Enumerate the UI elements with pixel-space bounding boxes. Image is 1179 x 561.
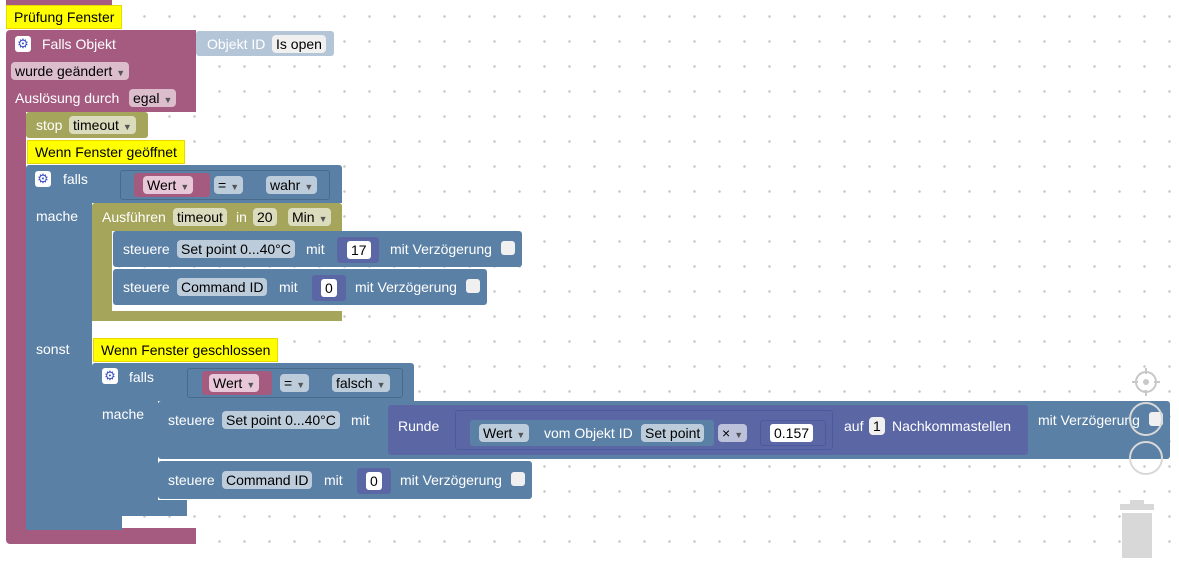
if-block-2-bottom <box>92 500 187 516</box>
sonst-label: sonst <box>36 341 70 357</box>
ausloesung-dropdown[interactable]: egal▼ <box>129 89 177 107</box>
factor-value[interactable]: 0.157 <box>770 424 814 442</box>
unit-dropdown[interactable]: Min▼ <box>288 208 332 226</box>
mache-label: mache <box>36 208 79 224</box>
ausfuehren-label: Ausführen <box>102 209 166 225</box>
delay-checkbox[interactable] <box>466 279 480 293</box>
object-id-label: Objekt ID <box>207 36 266 52</box>
multiply-op-dropdown[interactable]: ×▼ <box>718 424 748 442</box>
gear-icon[interactable]: ⚙ <box>15 36 31 52</box>
nachkomma-label: Nachkommastellen <box>892 418 1012 434</box>
op-dropdown[interactable]: =▼ <box>214 176 244 194</box>
control-block-4[interactable] <box>158 461 532 499</box>
delay-checkbox[interactable] <box>501 241 515 255</box>
number-value[interactable]: 17 <box>347 241 371 259</box>
steuere-label: steuere <box>168 412 215 428</box>
mit-label: mit <box>324 472 343 488</box>
timeout-bottom <box>92 311 342 321</box>
falls-label: falls <box>129 369 154 385</box>
steuere-label: steuere <box>123 241 170 257</box>
number-value[interactable]: 0 <box>366 472 382 490</box>
mit-label: mit <box>351 412 370 428</box>
delay-label: mit Verzögerung <box>1038 412 1140 428</box>
vom-label: vom Objekt ID <box>544 425 633 441</box>
falls-label: falls <box>63 171 88 187</box>
mit-label: mit <box>306 241 325 257</box>
zoom-out-icon[interactable] <box>1129 441 1163 475</box>
target-dropdown[interactable]: Set point 0...40°C <box>222 411 340 429</box>
target-dropdown[interactable]: Set point 0...40°C <box>177 240 295 258</box>
delay-label: mit Verzögerung <box>355 279 457 295</box>
runde-label: Runde <box>398 418 440 434</box>
object-id-value[interactable]: Is open <box>272 35 326 53</box>
comment-geoeffnet[interactable]: Wenn Fenster geöffnet <box>27 140 185 164</box>
trash-icon[interactable] <box>1116 500 1158 558</box>
control-block-2[interactable] <box>113 269 487 305</box>
mit-label: mit <box>279 279 298 295</box>
wert-dropdown[interactable]: Wert▼ <box>143 176 194 194</box>
steuere-label: steuere <box>123 279 170 295</box>
target-dropdown[interactable]: Command ID <box>222 471 313 489</box>
gear-icon[interactable]: ⚙ <box>35 171 51 187</box>
auf-label: auf <box>844 418 864 434</box>
timeout-name[interactable]: timeout <box>173 208 227 226</box>
comment-pruefung[interactable]: Prüfung Fenster <box>6 5 123 29</box>
timeout-amount[interactable]: 20 <box>253 208 277 226</box>
ausloesung-label: Auslösung durch <box>15 90 120 106</box>
trigger-block-spine <box>6 110 26 530</box>
stop-dropdown[interactable]: timeout▼ <box>69 116 136 134</box>
target-dropdown[interactable]: Command ID <box>177 278 268 296</box>
trigger-label: Falls Objekt <box>42 36 116 52</box>
digits-value[interactable]: 1 <box>869 417 885 435</box>
bool-dropdown[interactable]: falsch▼ <box>332 374 390 392</box>
trigger-top-tab <box>6 0 112 6</box>
timeout-spine <box>92 229 112 313</box>
steuere-label: steuere <box>168 472 215 488</box>
if-block-2-spine <box>92 398 158 516</box>
wert-dropdown[interactable]: Wert▼ <box>209 374 260 392</box>
recenter-icon[interactable] <box>1131 367 1161 397</box>
in-label: in <box>236 209 247 225</box>
number-value[interactable]: 0 <box>321 279 337 297</box>
comment-geschlossen[interactable]: Wenn Fenster geschlossen <box>93 338 279 362</box>
delay-label: mit Verzögerung <box>390 241 492 257</box>
gear-icon[interactable]: ⚙ <box>102 368 118 384</box>
stop-label: stop <box>36 117 63 133</box>
trigger-block-bottom <box>6 528 196 544</box>
bool-dropdown[interactable]: wahr▼ <box>266 176 318 194</box>
if-block-bottom <box>26 516 122 530</box>
change-dropdown[interactable]: wurde geändert▼ <box>11 62 130 80</box>
wert-dropdown[interactable]: Wert▼ <box>479 424 530 442</box>
delay-checkbox[interactable] <box>511 472 525 486</box>
delay-label: mit Verzögerung <box>400 472 502 488</box>
mache-label: mache <box>102 406 145 422</box>
object-dropdown[interactable]: Set point <box>641 424 705 442</box>
if-block-spine <box>26 200 92 530</box>
op-dropdown[interactable]: =▼ <box>280 374 310 392</box>
zoom-in-icon[interactable] <box>1129 402 1163 436</box>
